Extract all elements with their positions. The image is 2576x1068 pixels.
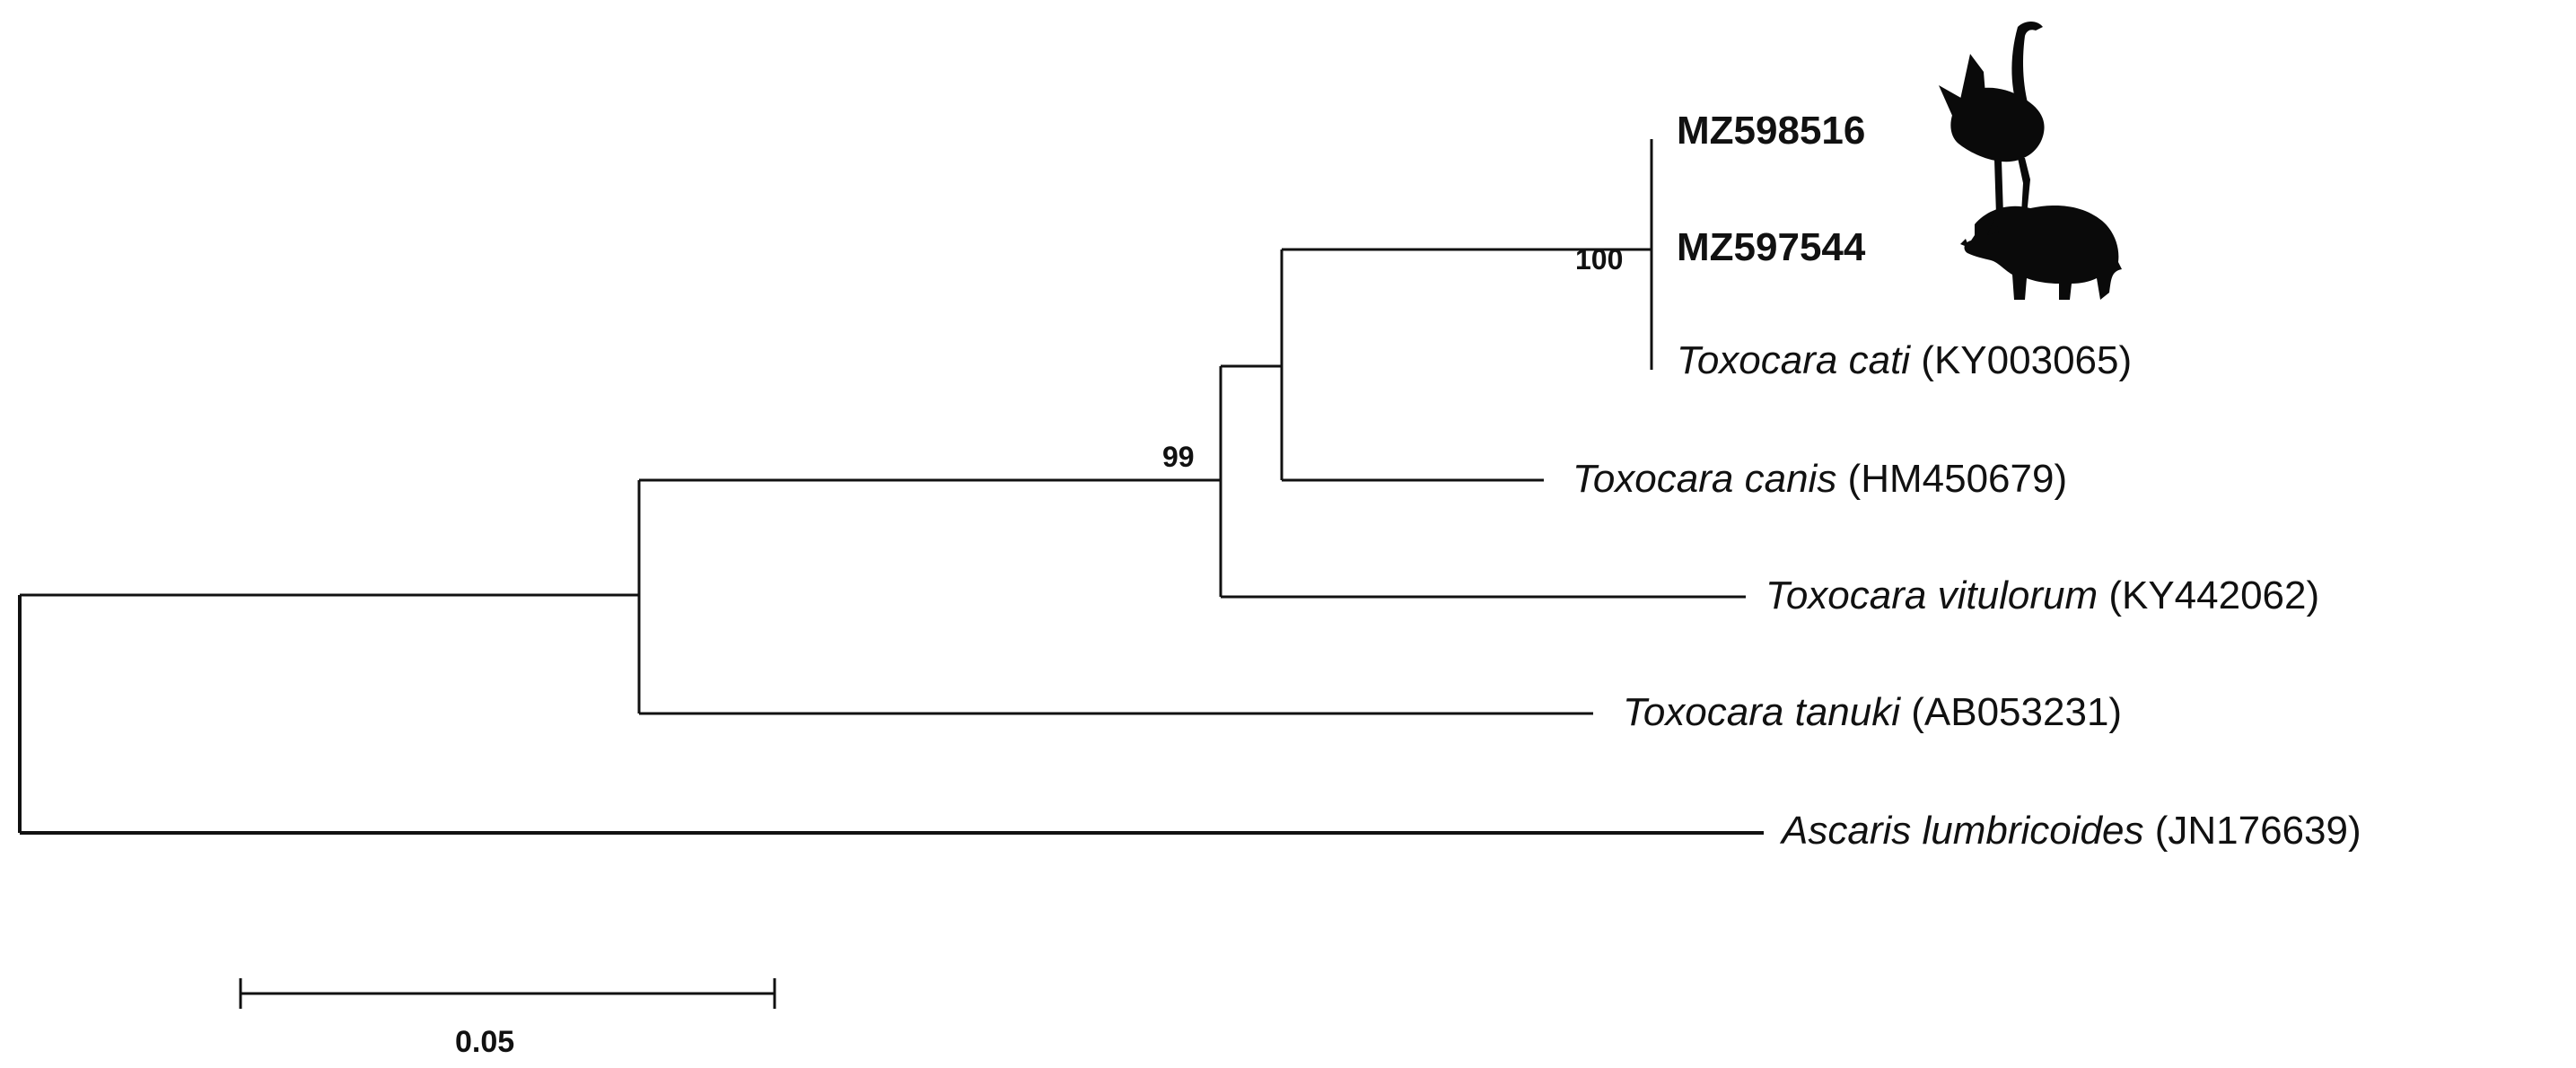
taxon-label-mz598516: MZ598516 — [1677, 109, 1865, 153]
taxon-label-toxocara-tanuki: Toxocara tanuki (AB053231) — [1623, 690, 2122, 734]
bootstrap-value-toxocara-clade: 99 — [1162, 441, 1195, 473]
scale-bar: 0.05 — [239, 978, 776, 1059]
taxon-label-toxocara-cati: Toxocara cati (KY003065) — [1677, 338, 2132, 382]
wild-boar-silhouette-icon — [1960, 205, 2122, 300]
taxon-label-toxocara-vitulorum: Toxocara vitulorum (KY442062) — [1766, 573, 2319, 617]
bootstrap-value-cati-clade: 100 — [1575, 243, 1623, 276]
taxon-label-toxocara-canis: Toxocara canis (HM450679) — [1573, 457, 2067, 501]
taxon-label-ascaris-lumbricoides: Ascaris lumbricoides (JN176639) — [1779, 809, 2361, 853]
taxon-label-mz597544: MZ597544 — [1677, 225, 1866, 269]
scale-bar-label: 0.05 — [455, 1025, 514, 1059]
ostrich-silhouette-icon — [1939, 22, 2045, 228]
